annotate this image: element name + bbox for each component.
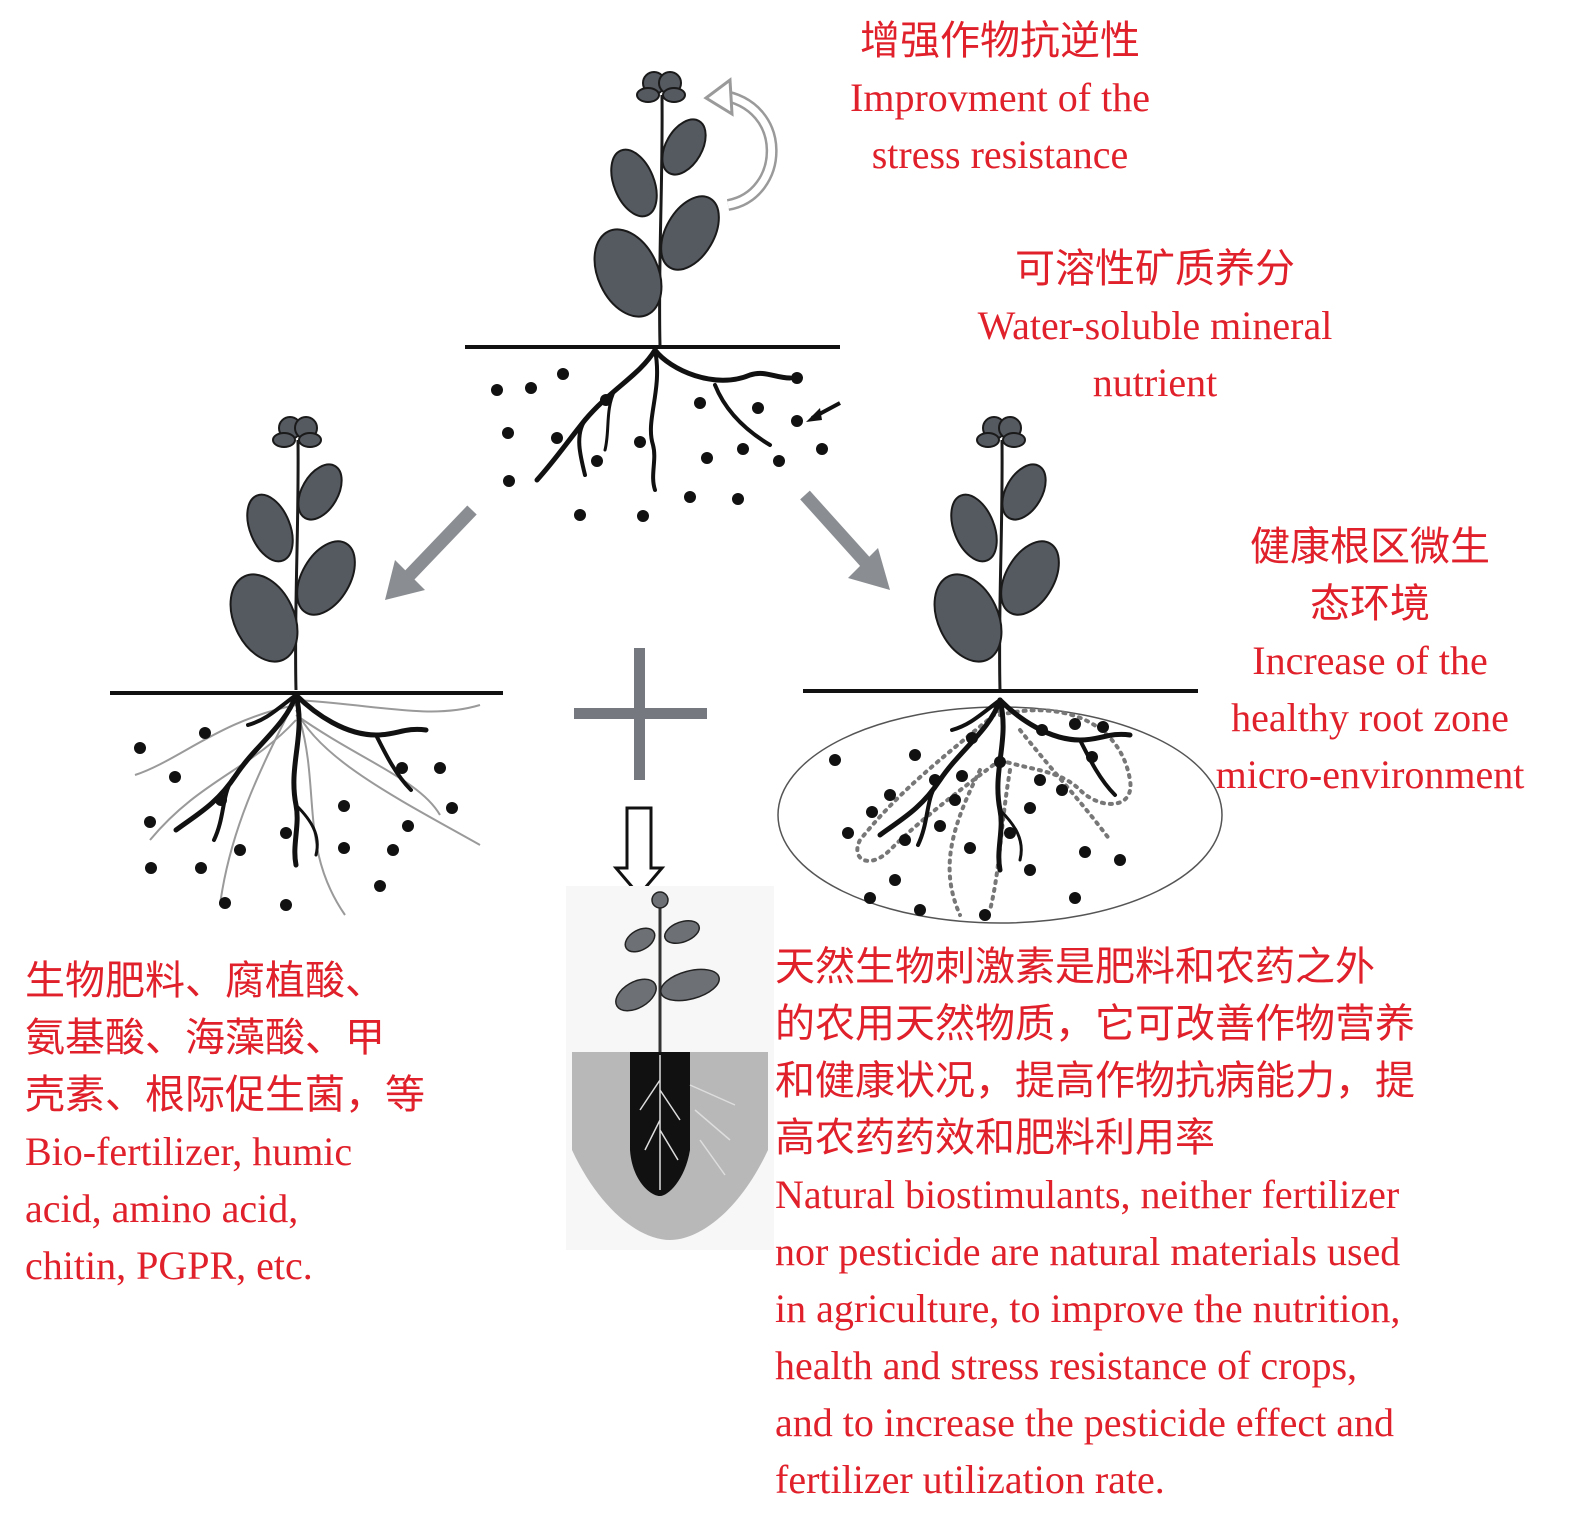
inputs-label-zh-3: 壳素、根际促生菌，等 — [25, 1072, 425, 1117]
mineral-label-en-1: Water-soluble mineral — [977, 303, 1333, 348]
definition-label-en-3: in agriculture, to improve the nutrition… — [775, 1286, 1401, 1331]
top-plant-group — [465, 70, 841, 522]
stress-curved-arrow — [703, 77, 778, 211]
definition-label-en-6: fertilizer utilization rate. — [775, 1457, 1165, 1502]
rootzone-label-en-3: micro-environment — [1215, 752, 1525, 797]
top-plant-icon — [579, 70, 733, 347]
inputs-label-en-3: chitin, PGPR, etc. — [25, 1243, 313, 1288]
left-roots-icon — [176, 695, 426, 865]
biostimulant-definition-label: 天然生物刺激素是肥料和农药之外 的农用天然物质，它可改善作物营养 和健康状况，提… — [775, 938, 1415, 1508]
rootzone-label-en-2: healthy root zone — [1231, 695, 1509, 740]
plus-icon — [574, 648, 707, 780]
inputs-label-en-1: Bio-fertilizer, humic — [25, 1129, 353, 1174]
left-soil-particles — [134, 727, 458, 911]
definition-label-en-5: and to increase the pesticide effect and — [775, 1400, 1394, 1445]
top-soil-particles — [491, 368, 828, 522]
root-depletion-image — [566, 886, 774, 1250]
inputs-label-en-2: acid, amino acid, — [25, 1186, 299, 1231]
rootzone-label-en-1: Increase of the — [1252, 638, 1488, 683]
root-zone-label: 健康根区微生 态环境 Increase of the healthy root … — [1180, 518, 1560, 803]
definition-label-en-2: nor pesticide are natural materials used — [775, 1229, 1401, 1274]
inputs-label-zh-1: 生物肥料、腐植酸、 — [25, 958, 385, 1003]
definition-label-en-4: health and stress resistance of crops, — [775, 1343, 1358, 1388]
definition-label-zh-4: 高农药药效和肥料利用率 — [775, 1115, 1215, 1160]
rootzone-label-zh-2: 态环境 — [1310, 581, 1430, 626]
definition-label-en-1: Natural biostimulants, neither fertilize… — [775, 1172, 1400, 1217]
definition-label-zh-1: 天然生物刺激素是肥料和农药之外 — [775, 944, 1375, 989]
right-arrow — [800, 490, 890, 590]
right-soil-particles — [829, 718, 1126, 921]
small-plant-icon — [615, 891, 720, 1052]
right-plant-group — [777, 415, 1223, 924]
stress-label-en-1: Improvment of the — [850, 75, 1150, 120]
stress-label-zh: 增强作物抗逆性 — [860, 18, 1140, 63]
definition-label-zh-3: 和健康状况，提高作物抗病能力，提 — [775, 1058, 1415, 1103]
left-arrow — [385, 505, 477, 600]
right-plant-icon — [919, 415, 1073, 692]
left-plant-icon — [215, 415, 369, 692]
mineral-nutrient-label: 可溶性矿质养分 Water-soluble mineral nutrient — [925, 240, 1385, 411]
inputs-label: 生物肥料、腐植酸、 氨基酸、海藻酸、甲 壳素、根际促生菌，等 Bio-ferti… — [25, 952, 425, 1294]
inputs-label-zh-2: 氨基酸、海藻酸、甲 — [25, 1015, 385, 1060]
mineral-label-en-2: nutrient — [1092, 360, 1218, 405]
stress-resistance-label: 增强作物抗逆性 Improvment of the stress resista… — [800, 12, 1200, 183]
rootzone-label-zh-1: 健康根区微生 — [1250, 524, 1490, 569]
left-plant-group — [110, 415, 503, 916]
mineral-label-zh: 可溶性矿质养分 — [1015, 246, 1295, 291]
top-roots-icon — [534, 347, 793, 492]
hollow-down-arrow-icon — [612, 806, 666, 898]
left-thin-roots — [134, 699, 481, 916]
definition-label-zh-2: 的农用天然物质，它可改善作物营养 — [775, 1001, 1415, 1046]
stress-label-en-2: stress resistance — [871, 132, 1129, 177]
